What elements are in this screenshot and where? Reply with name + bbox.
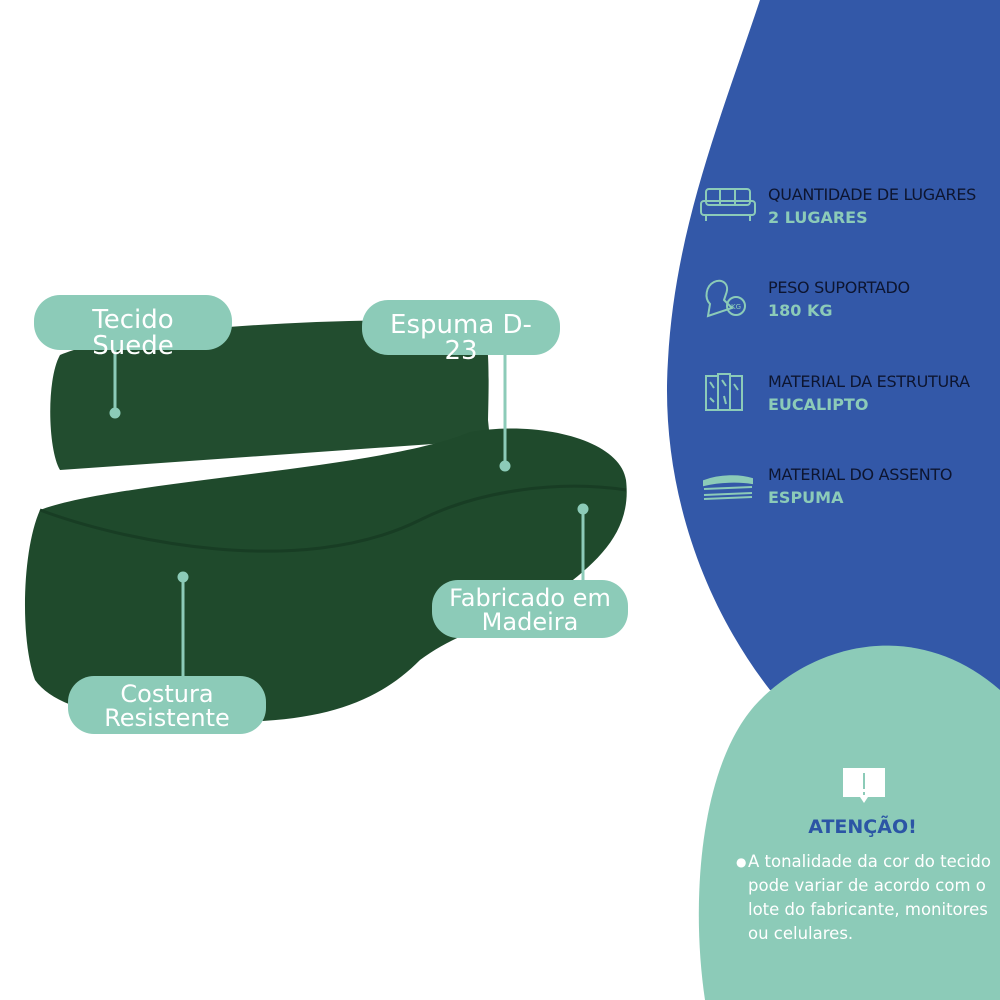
callout-tecido-suede: Tecido Suede xyxy=(34,295,232,359)
attention-title: ATENÇÃO! xyxy=(808,816,917,838)
mint-blob xyxy=(698,645,1000,1000)
sofa-icon xyxy=(700,188,756,221)
spec-estrutura: MATERIAL DA ESTRUTURA EUCALIPTO xyxy=(700,372,1000,422)
callout-lines xyxy=(109,340,589,680)
callout-costura-resistente: Costura Resistente xyxy=(68,676,266,734)
spec-lugares: QUANTIDADE DE LUGARES 2 LUGARES xyxy=(700,185,1000,235)
spec-label: PESO SUPORTADO xyxy=(768,278,910,297)
svg-text:KG: KG xyxy=(731,303,741,311)
alert-speech-icon xyxy=(843,768,885,803)
bullet-dot: ● xyxy=(736,855,747,869)
spec-label: MATERIAL DO ASSENTO xyxy=(768,465,953,484)
callout-fabricado-madeira: Fabricado em Madeira xyxy=(432,580,628,638)
spec-value: EUCALIPTO xyxy=(768,395,869,414)
foam-layers-icon xyxy=(703,475,753,500)
sofa-image xyxy=(24,319,627,723)
callout-espuma-d23: Espuma D-23 xyxy=(362,300,560,364)
wood-planks-icon xyxy=(705,373,743,411)
spec-label: QUANTIDADE DE LUGARES xyxy=(768,185,976,204)
spec-value: 2 LUGARES xyxy=(768,208,868,227)
blue-blob xyxy=(666,0,1000,700)
weight-person-icon: KG xyxy=(705,279,746,318)
spec-value: ESPUMA xyxy=(768,488,844,507)
spec-assento: MATERIAL DO ASSENTO ESPUMA xyxy=(700,465,1000,515)
spec-label: MATERIAL DA ESTRUTURA xyxy=(768,372,970,391)
attention-bullet: ●A tonalidade da cor do tecido pode vari… xyxy=(736,850,998,946)
attention-text: A tonalidade da cor do tecido pode varia… xyxy=(748,852,991,943)
spec-value: 180 KG xyxy=(768,301,833,320)
spec-peso: KG PESO SUPORTADO 180 KG xyxy=(700,278,1000,328)
